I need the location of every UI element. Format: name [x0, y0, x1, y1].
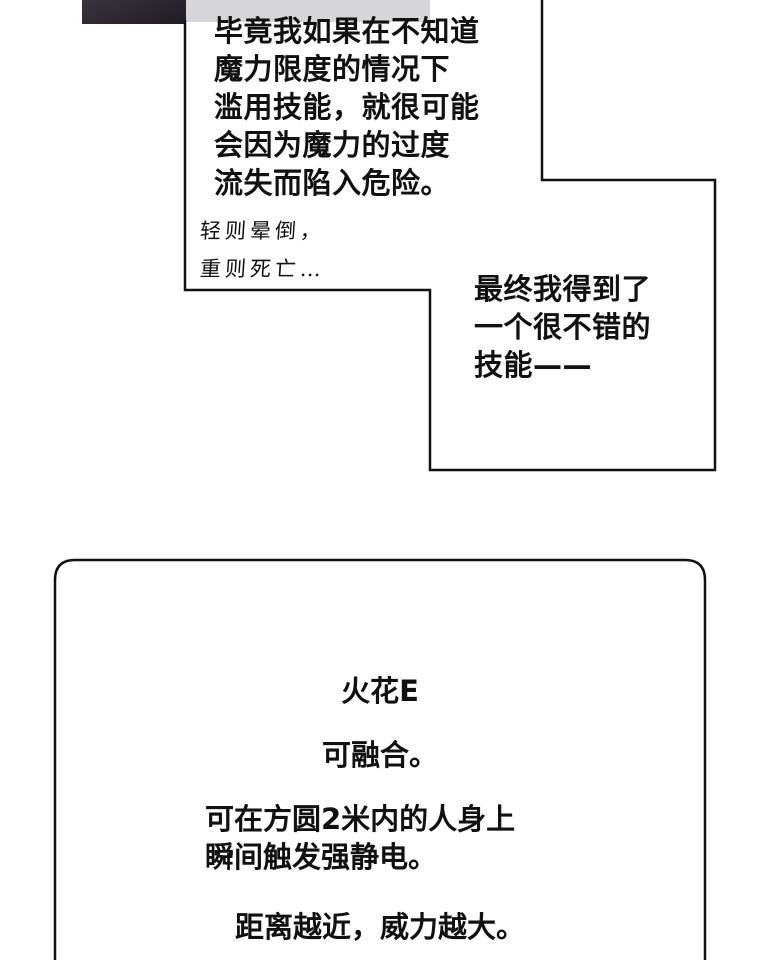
narration-line: 流失而陷入危险。 [214, 166, 451, 200]
skill-description-line: 瞬间触发强静电。 [205, 840, 438, 874]
skill-fusion: 可融合。 [321, 738, 438, 772]
narration-line: 毕竟我如果在不知道 [214, 14, 480, 48]
handwritten-line: 轻则晕倒， [199, 219, 326, 243]
narration-box-1: 毕竟我如果在不知道 魔力限度的情况下 滥用技能，就很可能 会因为魔力的过度 流失… [214, 12, 480, 202]
handwritten-note: 轻则晕倒， 重则死亡… [199, 212, 326, 288]
skill-card: 火花E 可融合。 可在方圆2米内的人身上 瞬间触发强静电。 距离越近，威力越大。 [55, 560, 705, 946]
narration-line: 最终我得到了 [474, 272, 652, 306]
skill-description: 可在方圆2米内的人身上 瞬间触发强静电。 [205, 800, 705, 876]
artwork-fragment-gray [186, 0, 430, 22]
skill-title: 火花E [341, 674, 419, 708]
narration-line: 滥用技能，就很可能 [214, 90, 480, 124]
handwritten-line: 重则死亡… [199, 257, 326, 281]
narration-box-2: 最终我得到了 一个很不错的 技能—— [474, 270, 651, 384]
narration-line: 一个很不错的 [474, 310, 652, 344]
skill-note: 距离越近，威力越大。 [234, 910, 525, 944]
narration-line: 魔力限度的情况下 [214, 52, 451, 86]
skill-description-line: 可在方圆2米内的人身上 [205, 802, 516, 836]
artwork-fragment [82, 0, 186, 24]
narration-line: 技能—— [474, 348, 593, 382]
narration-line: 会因为魔力的过度 [214, 128, 451, 162]
